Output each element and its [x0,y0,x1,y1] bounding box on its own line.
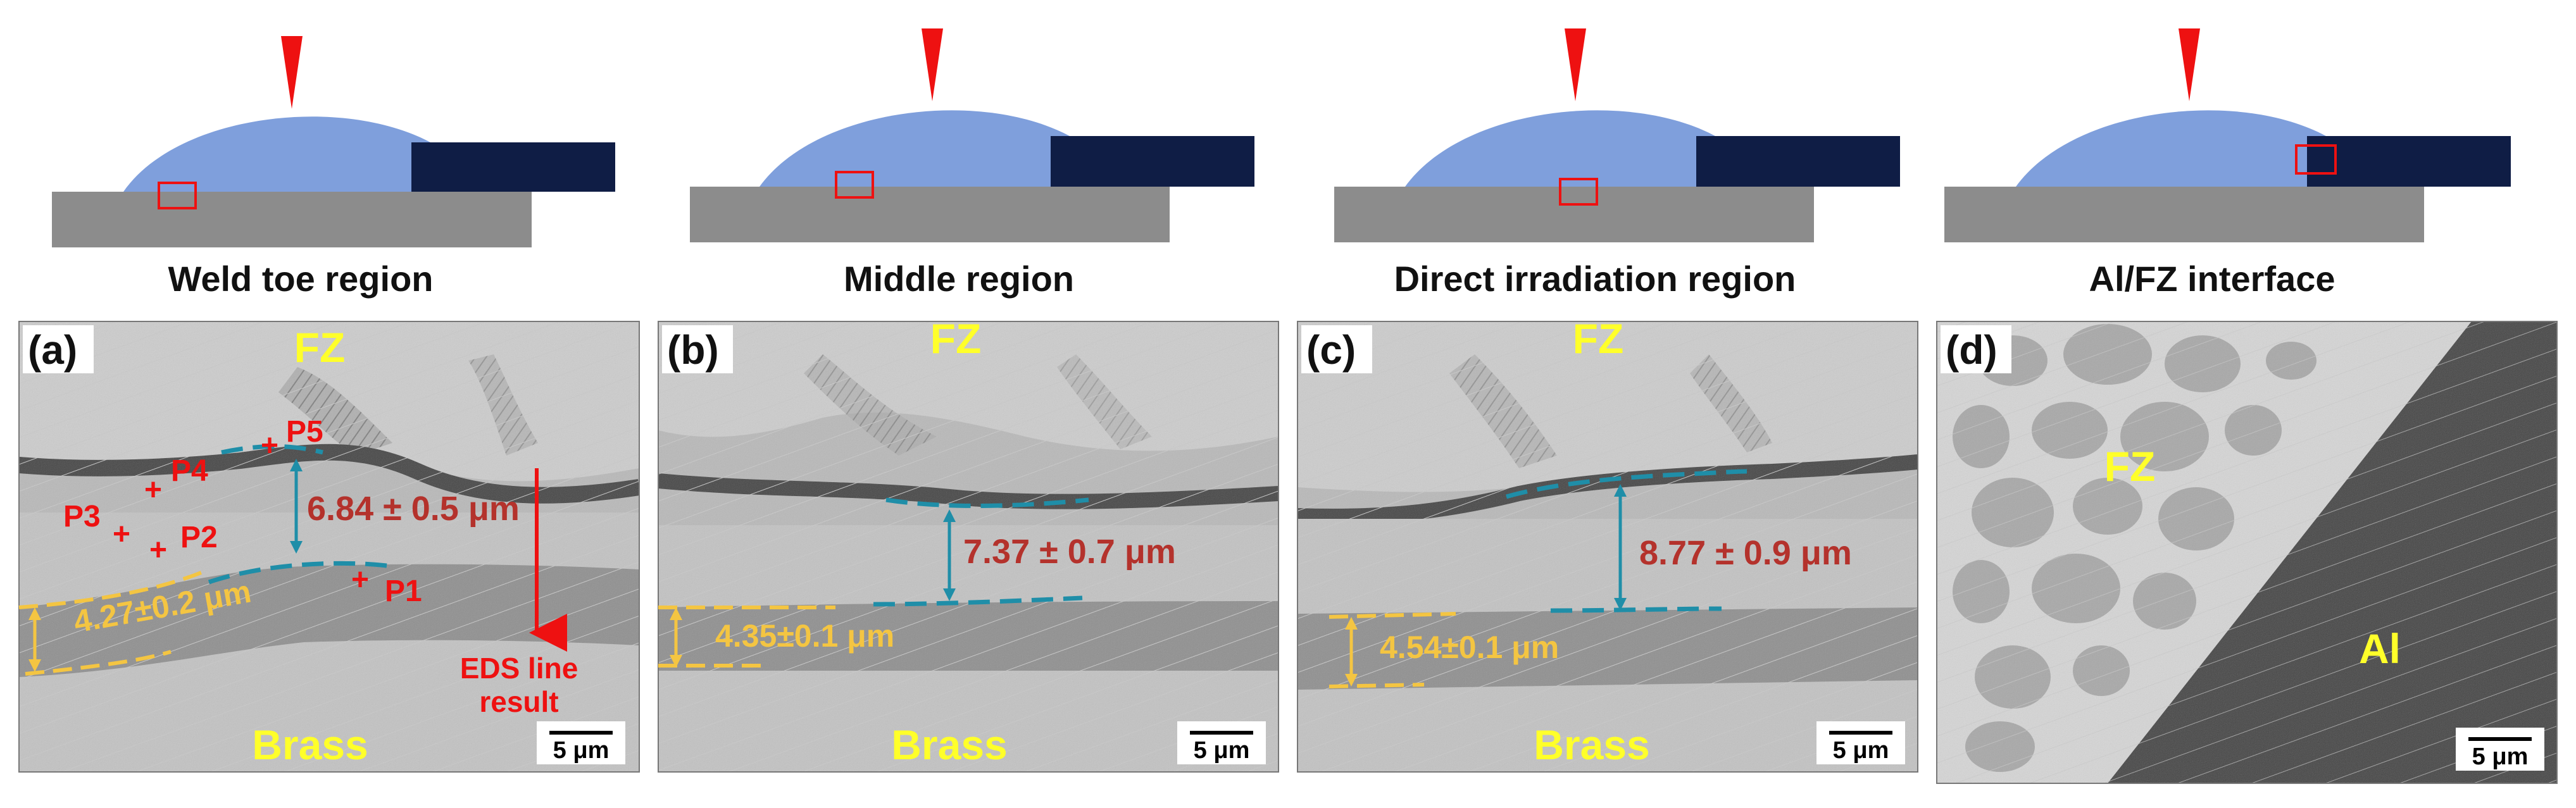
laser-marker [2179,28,2200,101]
arrow-head-up [28,607,41,620]
weld-bead [123,116,430,192]
scale-bar-box [2456,728,2544,771]
schematic-caption: Al/FZ interface [2089,259,2335,299]
laser-marker [281,36,303,109]
schematic-middle: Middle region [690,28,1254,299]
point-label: + [261,429,278,463]
point-label: P2 [180,521,218,554]
weld-bead [1405,110,1715,187]
point-label: + [144,473,162,507]
region-marker-box [1559,178,1598,206]
brass-sheet [1944,187,2424,242]
layer-boundary-dash [873,595,1083,607]
arrow-head-up [1614,484,1627,497]
brass-sheet [52,192,532,247]
brass-sheet [690,187,1170,242]
arrow-head-up [943,509,956,522]
panel-label: (d) [1946,327,1998,373]
arrow-head-up [670,607,682,620]
thickness-measurement: 6.84 ± 0.5 μm [307,490,520,528]
phase-label-brass: Brass [1534,721,1649,768]
layer-boundary-dash [208,561,393,585]
point-label: + [351,563,369,597]
weld-bead [760,110,1070,187]
layer-top-dash [1329,612,1456,619]
phase-label-fz: FZ [930,315,982,362]
layer-measurement: 4.54±0.1 μm [1380,630,1559,665]
schematic-direct-irradiation: Direct irradiation region [1334,28,1900,299]
interface-boundary-dash [221,444,323,455]
micrograph-b: 7.37 ± 0.7 μm 4.35±0.1 μm (b) FZ Brass 5… [658,315,1279,773]
laser-marker [922,28,943,101]
phase-label-brass: Brass [252,721,368,768]
point-label: P1 [385,575,422,608]
point-label: + [149,533,167,567]
point-label: P5 [286,415,323,449]
laser-marker [1565,28,1586,101]
arrow-head-down [1345,674,1358,687]
brass-sheet [1334,187,1814,242]
arrow-head-down [670,655,682,668]
aluminum-sheet [411,142,615,192]
scale-bar-label: 5 μm [2472,743,2529,770]
aluminum-sheet [2307,136,2511,187]
micrograph-a: 6.84 ± 0.5 μm 4.27±0.2 μm EDS line resul… [18,321,640,773]
arrow-head-up [1345,617,1358,630]
panel-label-bg [1301,325,1372,373]
phase-label-fz: FZ [294,324,346,371]
point-label: P4 [171,454,208,488]
layer-bottom-dash [1329,683,1425,688]
arrow-head-down [1614,598,1627,611]
phase-label-fz: FZ [2104,443,2156,490]
scale-bar-box [537,721,625,764]
layer-bottom-dash [25,650,172,676]
weld-bead [2016,110,2326,187]
scale-bar-label: 5 μm [1833,737,1889,764]
aluminum-sheet [1051,136,1254,187]
phase-label-fz: FZ [1573,315,1624,362]
region-marker-box [2295,144,2337,175]
arrow-head-down [290,541,303,554]
region-marker-box [835,171,874,199]
micrograph-c: 8.77 ± 0.9 μm 4.54±0.1 μm (c) FZ Brass 5… [1297,315,1918,773]
point-label: P3 [63,500,101,533]
point-label: + [113,518,130,551]
scale-bar-box [1177,721,1266,764]
eds-label-line1: EDS line [460,652,578,685]
panel-label: (b) [667,327,719,373]
scale-bar-box [1816,721,1905,764]
interface-boundary-dash [885,497,1089,508]
micrograph-d: (d) FZ Al 5 μm [1936,321,2558,784]
panel-label: (c) [1306,327,1356,373]
arrow-head-up [290,459,303,471]
schematic-al-fz-interface: Al/FZ interface [1944,28,2511,299]
thickness-measurement: 8.77 ± 0.9 μm [1639,534,1852,572]
thickness-measurement: 7.37 ± 0.7 μm [963,533,1176,571]
arrow-head-down [28,659,41,672]
panel-label: (a) [28,327,77,373]
eds-label-line2: result [479,685,558,718]
aluminum-sheet [1696,136,1900,187]
panel-label-bg [1941,325,2011,373]
scale-bar-label: 5 μm [553,737,610,764]
schematic-weld-toe: Weld toe region [52,36,615,299]
panel-label-bg [23,325,94,373]
phase-label-brass: Brass [891,721,1007,768]
arrow-head-down [943,588,956,601]
schematic-caption: Direct irradiation region [1394,259,1796,299]
interface-boundary-dash [1506,469,1748,499]
layer-top-dash [18,568,210,609]
panel-label-bg [662,325,733,373]
schematic-caption: Weld toe region [168,259,434,299]
region-marker-box [158,182,197,209]
scale-bar-label: 5 μm [1194,737,1250,764]
schematic-caption: Middle region [844,259,1074,299]
phase-label-al: Al [2359,625,2401,672]
layer-measurement: 4.35±0.1 μm [715,618,894,654]
